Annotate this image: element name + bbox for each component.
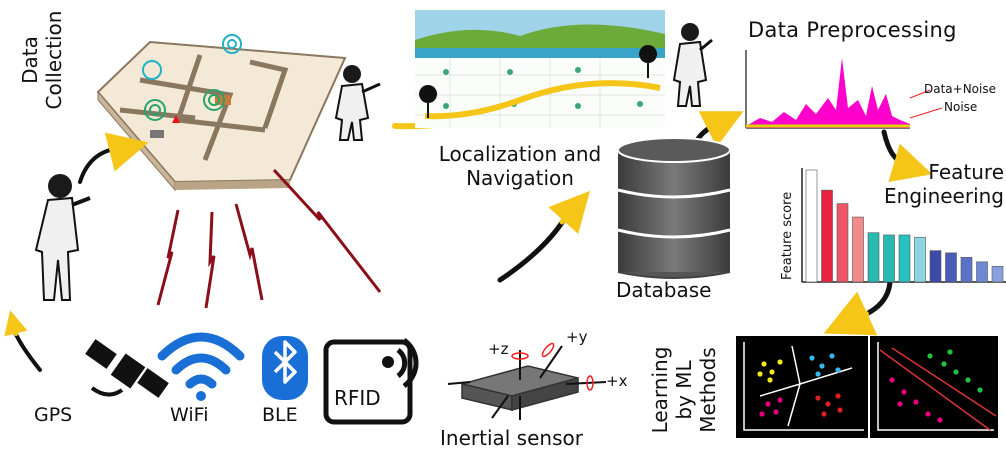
axis-z-label: +z [488, 340, 509, 358]
gps-label: GPS [34, 404, 73, 426]
feature-bar [836, 203, 849, 283]
ml-clustering-panels [736, 336, 998, 438]
feature-bar [883, 234, 895, 283]
feature-score-axis-label: Feature score [780, 191, 795, 280]
navigation-map [415, 10, 665, 128]
feature-bar [898, 234, 911, 283]
building-floorplan [96, 34, 347, 192]
axis-x-label: +x [606, 372, 628, 390]
localization-label: Localization and Navigation [438, 142, 602, 190]
inertial-sensor-label: Inertial sensor [440, 426, 583, 450]
feature-bar [867, 232, 880, 283]
wifi-icon [157, 332, 245, 401]
rfid-icon [323, 337, 419, 425]
axis-y-label: +y [566, 328, 588, 346]
feature-bar [991, 266, 1004, 283]
person-nav [672, 23, 713, 107]
feature-bar [945, 252, 957, 283]
preprocessing-data-noise-label: Data+Noise [924, 82, 996, 96]
feature-bar [976, 261, 988, 283]
feature-bar [914, 236, 926, 283]
database-icon [617, 137, 731, 279]
database-label: Database [616, 278, 712, 302]
feature-engineering-label: Feature Engineering [884, 160, 1004, 208]
feature-bar [960, 257, 973, 283]
data-preprocessing-title: Data Preprocessing [748, 18, 957, 42]
satellite-icon [85, 339, 169, 398]
feature-bar [929, 250, 942, 283]
bluetooth-icon [262, 336, 308, 400]
feature-bar [805, 169, 818, 283]
feature-bar [821, 189, 833, 283]
location-pin-icon [639, 45, 657, 78]
ble-label: BLE [262, 404, 298, 426]
person-top [334, 65, 381, 141]
preprocessing-noise-label: Noise [944, 100, 978, 114]
inertial-sensor-icon [447, 342, 607, 420]
feature-bar [852, 216, 864, 283]
location-pin-icon [419, 85, 437, 118]
wifi-label: WiFi [170, 404, 209, 426]
feature-chart [801, 168, 1006, 283]
data-collection-label: Data Collection [18, 10, 66, 110]
rfid-label: RFID [334, 386, 381, 410]
person-left [34, 174, 91, 301]
preprocessing-plot [745, 50, 943, 129]
signal-bolts [156, 168, 382, 309]
learning-label: Learning by ML Methods [648, 346, 720, 434]
